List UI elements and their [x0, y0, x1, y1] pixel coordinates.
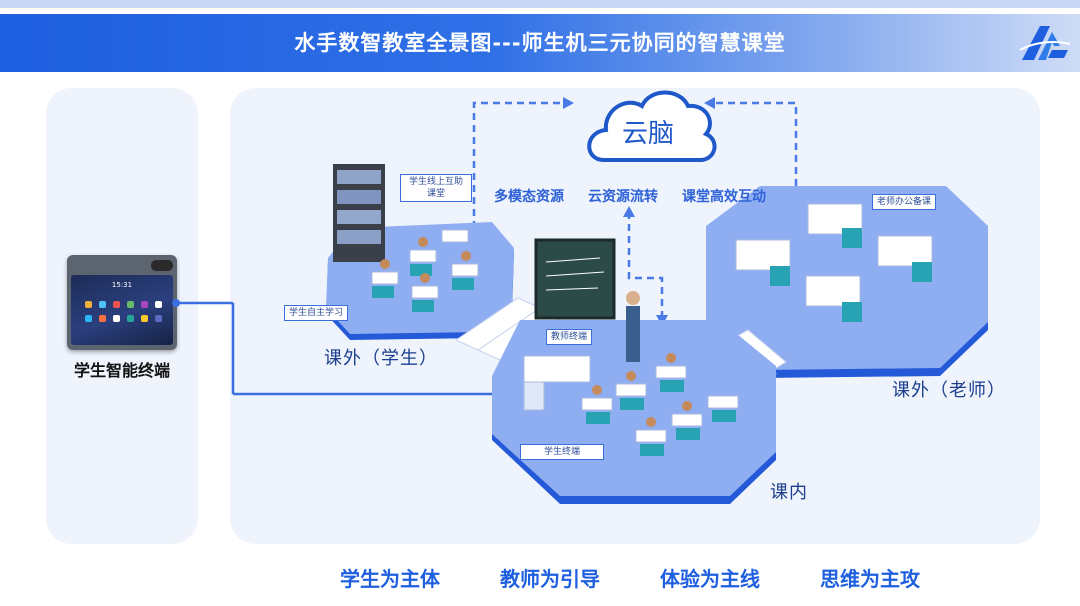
app-icon	[155, 315, 162, 322]
tag-teacher-terminal: 教师终端	[546, 329, 593, 345]
zone-label-inside: 课内	[770, 482, 808, 503]
feature-interaction: 课堂高效互动	[682, 189, 766, 205]
slogan-student: 学生为主体	[340, 567, 440, 591]
app-icon	[85, 301, 92, 308]
teacher-figure	[626, 306, 640, 362]
slogan-experience: 体验为主线	[660, 567, 760, 591]
camera-icon	[151, 260, 173, 271]
cloud-icon	[587, 90, 717, 162]
slogan-thinking: 思维为主攻	[820, 567, 920, 591]
feature-cloud-flow: 云资源流转	[588, 189, 658, 205]
tablet-screen: 15:31	[71, 275, 173, 345]
blackboard-text	[545, 257, 605, 291]
title-banner	[0, 14, 1080, 72]
app-icon	[141, 301, 148, 308]
app-icon	[85, 315, 92, 322]
zone-label-outside-teacher: 课外（老师）	[892, 380, 1006, 401]
page-title: 水手数智教室全景图---师生机三元协同的智慧课堂	[294, 31, 786, 55]
feature-multimodal: 多模态资源	[494, 189, 564, 205]
app-icon	[141, 315, 148, 322]
app-icon	[99, 301, 106, 308]
student-outside-platform	[326, 164, 514, 340]
cloud-label: 云脑	[621, 119, 674, 149]
app-icon	[113, 315, 120, 322]
slogan-teacher: 教师为引导	[500, 567, 600, 591]
tag-teacher-prep: 老师办公备课	[872, 194, 937, 210]
tag-self-study: 学生自主学习	[284, 305, 349, 321]
app-icon	[127, 315, 134, 322]
student-tablet-image: 15:31	[67, 255, 177, 350]
cloud-links	[472, 101, 798, 318]
teacher-outside-platform	[706, 186, 988, 378]
app-icon	[113, 301, 120, 308]
brand-logo-icon	[1019, 26, 1071, 60]
tablet-time: 15:31	[111, 281, 133, 289]
zone-label-outside-student: 课外（学生）	[324, 348, 438, 369]
tag-student-terminal: 学生终端	[520, 444, 604, 460]
tag-online-help: 学生线上互助课堂	[400, 174, 472, 202]
app-icon	[155, 301, 162, 308]
top-accent-bar	[0, 0, 1080, 8]
app-icon	[99, 315, 106, 322]
app-icon	[127, 301, 134, 308]
device-label: 学生智能终端	[73, 361, 170, 380]
